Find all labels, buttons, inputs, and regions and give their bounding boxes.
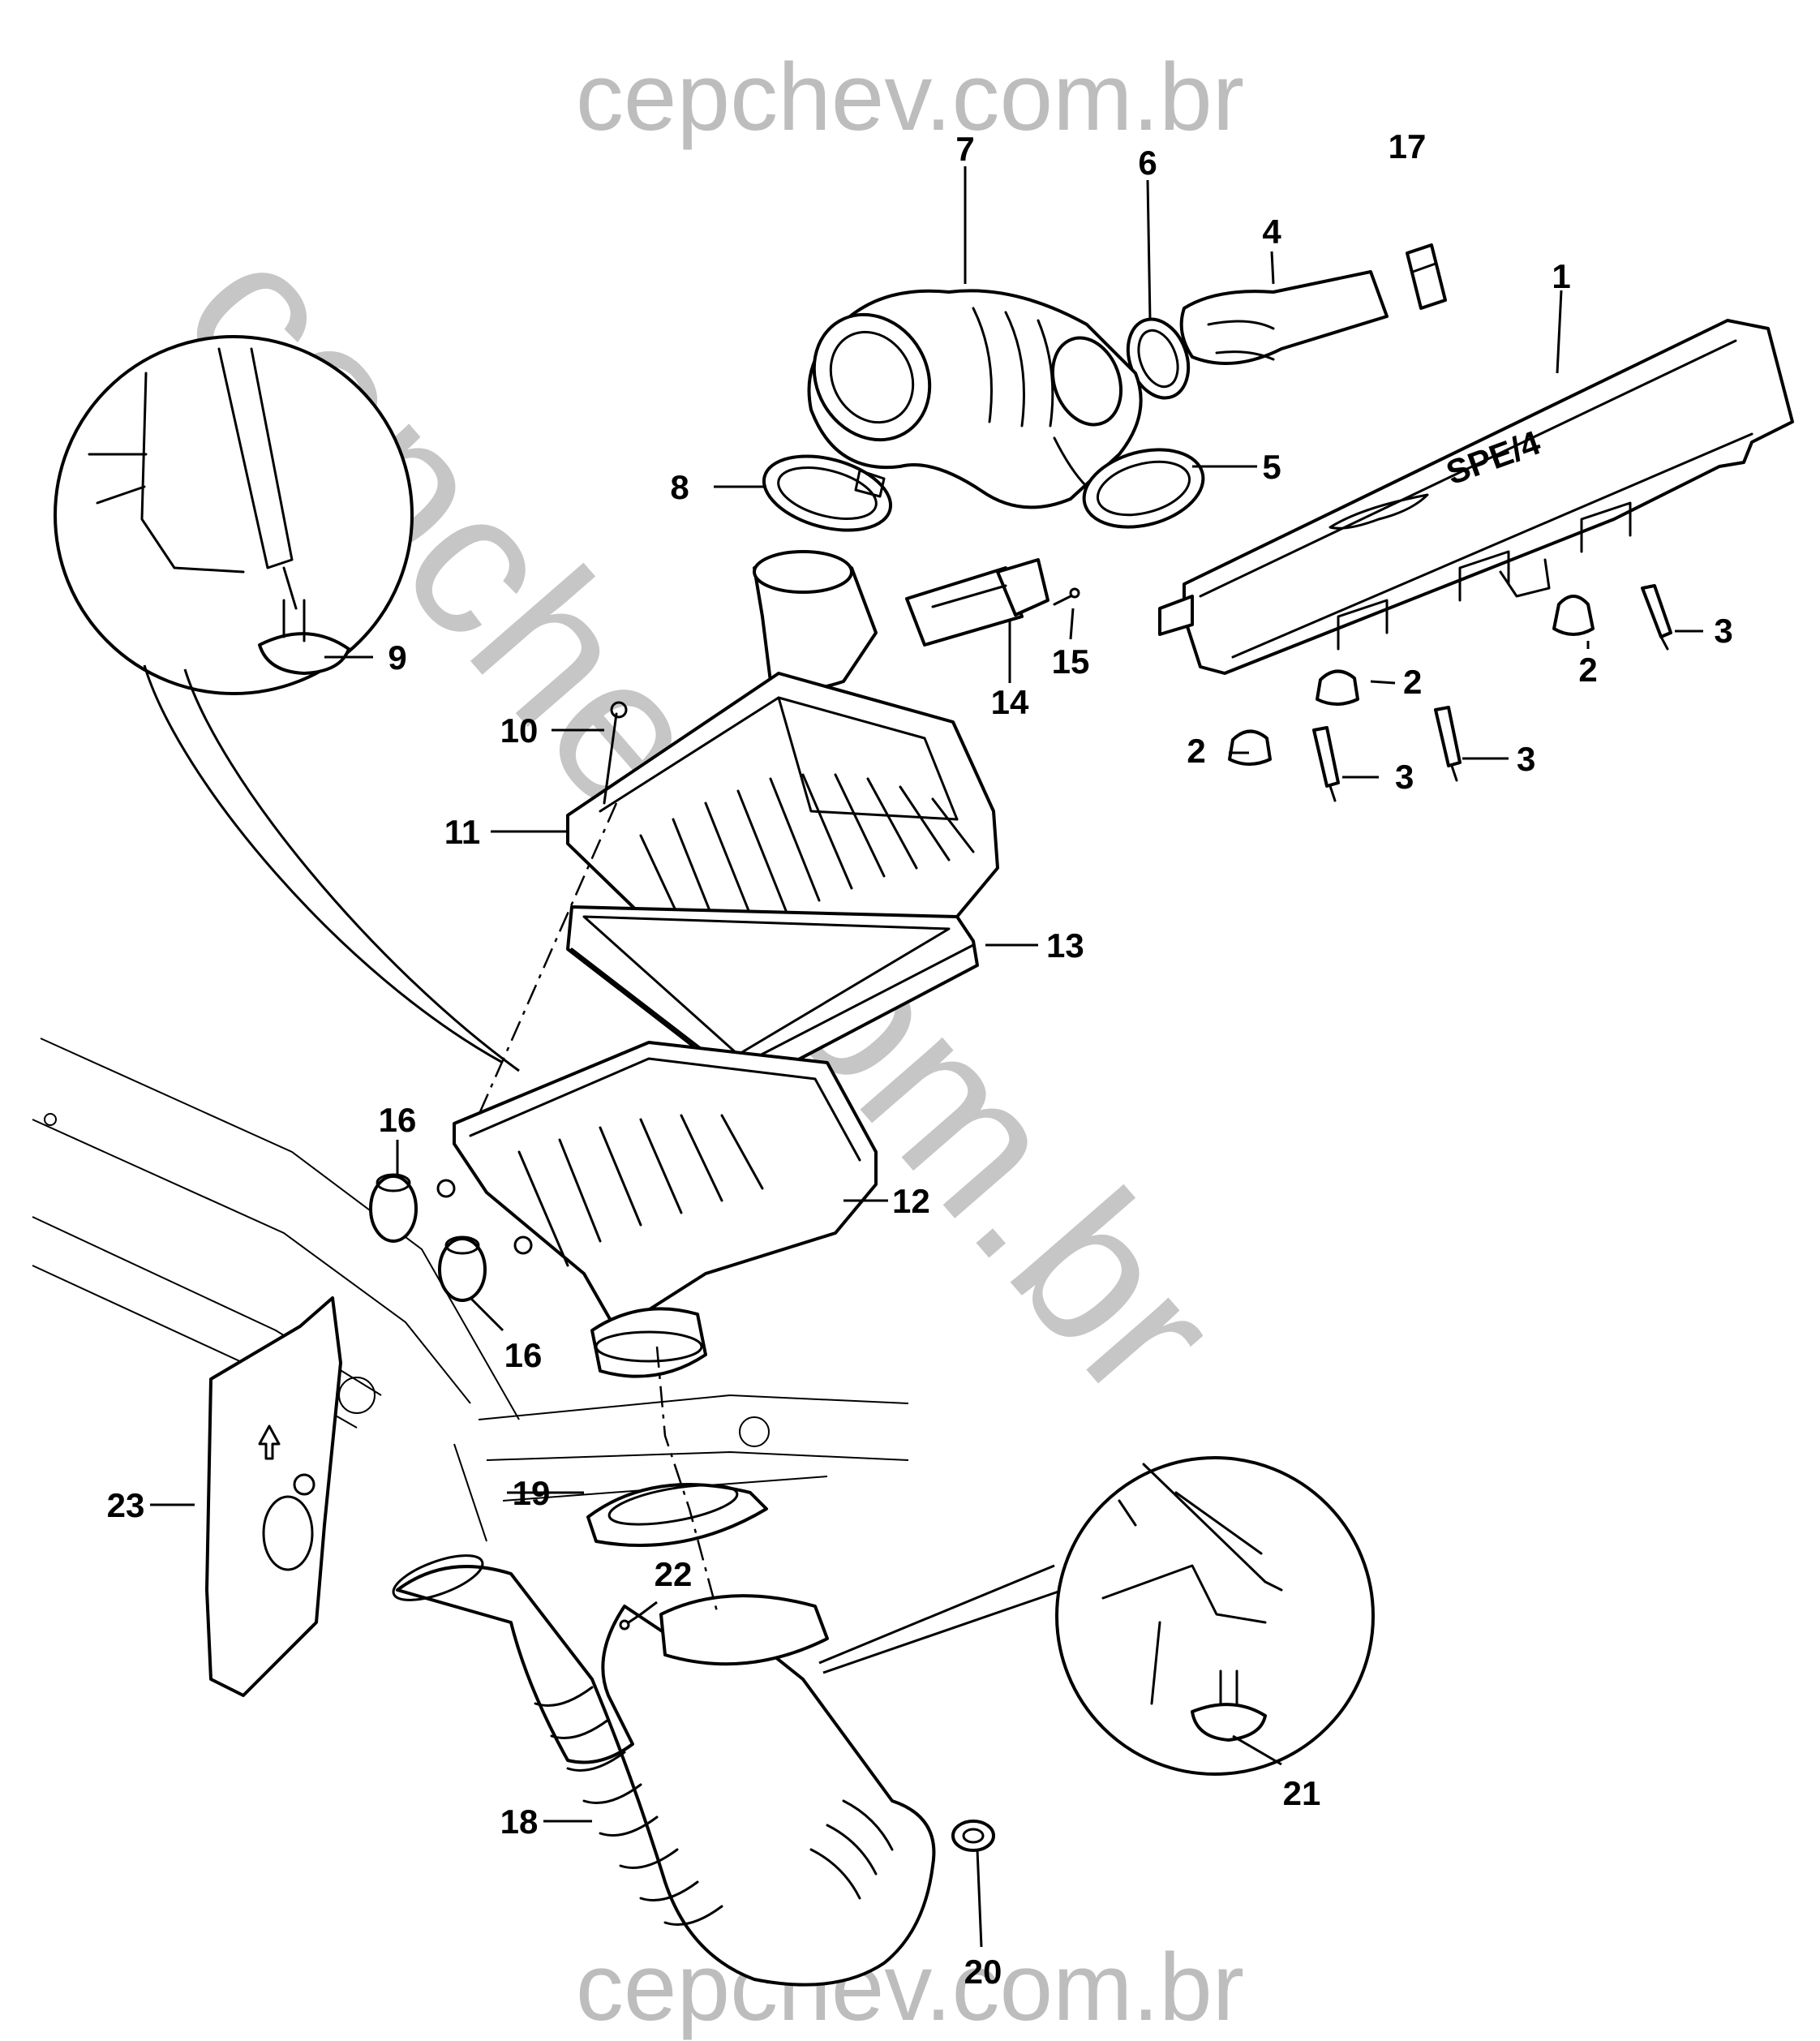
mounting-bracket-23	[205, 1296, 342, 1697]
callout-21: 21	[1283, 1774, 1321, 1812]
callout-8: 8	[670, 468, 689, 506]
leader-lines	[150, 166, 1703, 1948]
callout-7: 7	[955, 130, 974, 168]
centerline-housing	[477, 802, 618, 1116]
watermark-top: cepchev.com.br	[576, 44, 1244, 151]
detail-circle-lower	[818, 1456, 1375, 1776]
cap-17	[1406, 243, 1447, 310]
mass-airflow-sensor-14	[905, 558, 1050, 647]
screw-15	[1053, 587, 1080, 606]
callout-22: 22	[655, 1555, 693, 1593]
callout-2: 2	[1187, 732, 1205, 770]
callout-5: 5	[1262, 448, 1281, 486]
engine-cover-1: SPE/4	[1158, 319, 1794, 675]
callout-2: 2	[1578, 651, 1597, 689]
stud-3-right	[1641, 584, 1672, 651]
air-filter-outlet	[753, 550, 878, 691]
callout-15: 15	[1052, 642, 1090, 681]
centerline-duct	[655, 1346, 719, 1615]
callout-18: 18	[500, 1803, 539, 1841]
callout-9: 9	[388, 638, 406, 677]
stud-3-left	[1312, 726, 1340, 802]
grommet-16-lower	[438, 1235, 487, 1302]
callout-14: 14	[991, 683, 1029, 721]
grommet-2-right	[1552, 595, 1595, 636]
clamp-5	[1082, 448, 1205, 529]
callout-20: 20	[964, 1953, 1002, 1991]
callout-1: 1	[1552, 257, 1570, 295]
screw-10	[603, 701, 628, 805]
callout-3: 3	[1395, 758, 1414, 796]
callout-3: 3	[1714, 612, 1732, 650]
callout-6: 6	[1138, 144, 1157, 182]
intake-duct-18	[392, 1554, 936, 1987]
air-filter-housing-12	[436, 1041, 878, 1378]
grommet-2-center	[1316, 669, 1359, 706]
callout-11: 11	[444, 813, 480, 851]
callouts: 1 2 2 2 3 3 3 4 5 6 7 8 9 10 11 12 13 14…	[107, 127, 1733, 1991]
callout-12: 12	[892, 1182, 930, 1220]
callout-13: 13	[1046, 926, 1084, 965]
seal-19	[586, 1483, 768, 1547]
callout-16: 16	[379, 1101, 417, 1139]
clamp-8	[762, 454, 893, 532]
grommet-2-left	[1228, 729, 1272, 766]
air-filter-cover-11	[566, 672, 999, 987]
callout-2: 2	[1403, 663, 1422, 701]
callout-10: 10	[500, 711, 539, 750]
callout-23: 23	[107, 1486, 145, 1524]
screw-22	[619, 1613, 642, 1631]
detail-circle-upper	[54, 335, 520, 1072]
stud-3-center	[1434, 706, 1462, 782]
grommet-16-upper	[369, 1173, 418, 1243]
grommet-20	[951, 1820, 995, 1852]
hose-4	[1179, 270, 1389, 365]
callout-3: 3	[1517, 740, 1535, 778]
callout-19: 19	[513, 1474, 551, 1512]
callout-16: 16	[504, 1336, 543, 1374]
callout-4: 4	[1262, 213, 1281, 251]
watermark-bottom: cepchev.com.br	[576, 1934, 1244, 2041]
callout-17: 17	[1389, 127, 1427, 165]
intake-pipe-7	[807, 289, 1143, 509]
